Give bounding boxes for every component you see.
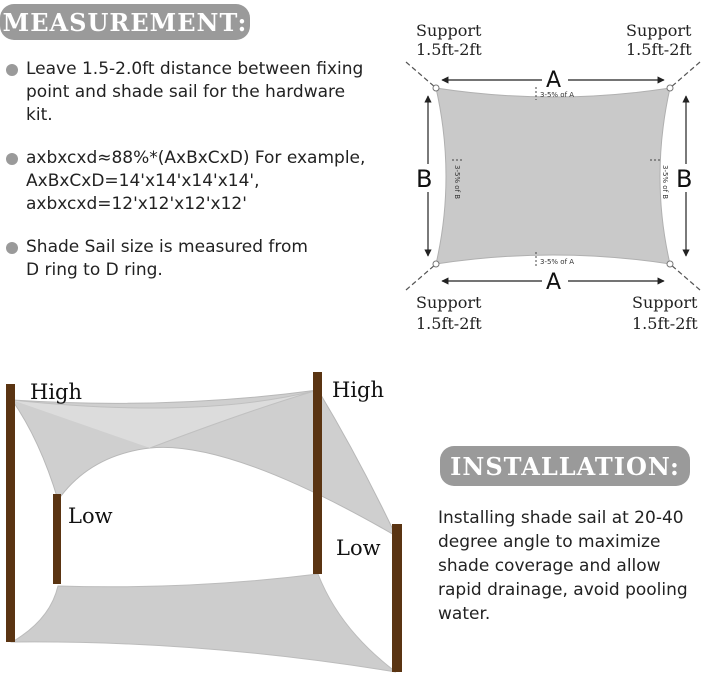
side-a-label: A [546, 270, 561, 295]
side-b-label: B [676, 165, 692, 193]
bullet-ring: Shade Sail size is measured from D ring … [6, 236, 406, 282]
bullet-dot-icon [6, 153, 18, 165]
support-line [405, 263, 437, 291]
sail-measurement-diagram: Support 1.5ft-2ft Support 1.5ft-2ft Supp… [405, 21, 701, 333]
bullet-distance: Leave 1.5-2.0ft distance between fixing … [6, 58, 406, 127]
support-label: Support [632, 293, 698, 312]
sag-a-label: 3-5% of A [540, 258, 574, 266]
d-ring-icon [666, 260, 674, 268]
d-ring-icon [666, 84, 674, 92]
sag-a-label: 3-5% of A [540, 91, 574, 99]
installation-line: degree angle to maximize [438, 532, 661, 552]
installation-line: Installing shade sail at 20-40 [438, 508, 684, 528]
support-distance: 1.5ft-2ft [626, 40, 692, 59]
support-line [669, 263, 701, 291]
side-a-label: A [546, 68, 561, 93]
ground-sail [10, 573, 397, 673]
bullet-text: axbxcxd≈88%*(AxBxCxD) For example, [26, 148, 366, 168]
post-high-left [6, 384, 15, 642]
installation-line: shade coverage and allow [438, 556, 661, 576]
support-distance: 1.5ft-2ft [632, 314, 698, 333]
bullet-text: Shade Sail size is measured from [26, 237, 308, 257]
measurement-bullets: Leave 1.5-2.0ft distance between fixing … [6, 58, 406, 302]
support-distance: 1.5ft-2ft [416, 40, 482, 59]
bullet-text: kit. [26, 105, 53, 125]
bullet-dot-icon [6, 242, 18, 254]
d-ring-icon [432, 84, 440, 92]
bullet-text: point and shade sail for the hardware [26, 82, 346, 102]
low-label: Low [68, 504, 113, 528]
post-low-left [53, 494, 61, 584]
support-line [669, 61, 701, 89]
support-distance: 1.5ft-2ft [416, 314, 482, 333]
post-high-right [313, 372, 322, 574]
bullet-text: AxBxCxD=14'x14'x14'x14', [26, 171, 260, 191]
installation-line: rapid drainage, avoid pooling [438, 580, 688, 600]
high-label: High [30, 380, 82, 404]
support-label: Support [416, 21, 482, 40]
top-sail-fold [11, 389, 319, 449]
low-label: Low [336, 536, 381, 560]
sag-b-label: 3-5% of B [661, 165, 669, 199]
high-label: High [332, 378, 384, 402]
bullet-text: axbxcxd=12'x12'x12'x12' [26, 194, 247, 214]
bullet-dot-icon [6, 64, 18, 76]
support-label: Support [416, 293, 482, 312]
sag-b-label: 3-5% of B [453, 165, 461, 199]
side-b-label: B [416, 165, 432, 193]
bullet-text: Leave 1.5-2.0ft distance between fixing [26, 59, 364, 79]
bullet-formula: axbxcxd≈88%*(AxBxCxD) For example, AxBxC… [6, 147, 406, 216]
installation-text: Installing shade sail at 20-40 degree an… [438, 506, 720, 626]
installation-diagram: High High Low Low [6, 372, 402, 673]
bullet-text: D ring to D ring. [26, 260, 163, 280]
installation-heading: INSTALLATION: [440, 446, 690, 486]
sail-shape [435, 87, 671, 265]
post-low-right [392, 524, 402, 672]
measurement-heading: MEASUREMENT: [0, 4, 250, 40]
support-line [405, 61, 437, 89]
d-ring-icon [432, 260, 440, 268]
support-label: Support [626, 21, 692, 40]
installation-line: water. [438, 604, 491, 624]
